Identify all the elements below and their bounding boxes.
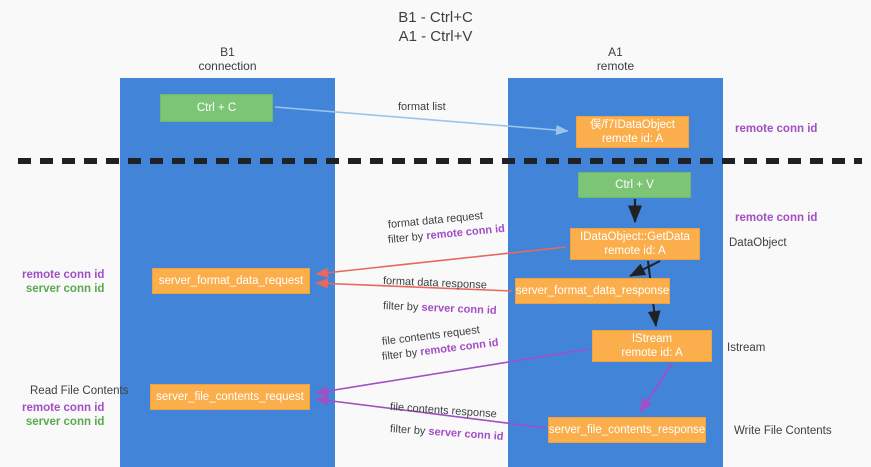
filter-server-conn-id-1: server conn id xyxy=(421,301,497,317)
node-ctrl-c-label: Ctrl + C xyxy=(196,102,237,114)
node-ctrl-v-label: Ctrl + V xyxy=(615,179,654,191)
lane-header-a1: A1 remote xyxy=(508,45,723,73)
annotation-server-conn-id-left-1: server conn id xyxy=(25,283,105,295)
node-idataobject-line1: 俣/f7IDataObject xyxy=(589,119,675,131)
annotation-remote-conn-id-left-1: remote conn id xyxy=(22,269,105,281)
node-server-format-data-response-label: server_format_data_response xyxy=(515,285,670,297)
node-istream[interactable]: IStream remote id: A xyxy=(592,330,712,362)
node-getdata-line1: IDataObject::GetData xyxy=(580,231,690,243)
node-server-format-data-request[interactable]: server_format_data_request xyxy=(152,268,310,294)
annotation-dataobject: DataObject xyxy=(729,237,787,249)
node-server-file-contents-response-label: server_file_contents_response xyxy=(548,424,706,436)
lane-header-a1-sub: remote xyxy=(596,59,635,73)
node-istream-line2: remote id: A xyxy=(621,347,683,359)
annotation-remote-conn-id-left-2: remote conn id xyxy=(22,402,105,414)
edge-label-format-data-response: format data response xyxy=(382,275,488,292)
diagram-title: B1 - Ctrl+C A1 - Ctrl+V xyxy=(0,8,871,46)
lane-header-a1-name: A1 xyxy=(608,45,623,59)
node-idataobject-getdata[interactable]: IDataObject::GetData remote id: A xyxy=(570,228,700,260)
title-line-1: B1 - Ctrl+C xyxy=(398,9,473,26)
edge-label-filter-server-2: filter by server conn id xyxy=(390,422,504,444)
edge-label-format-list: format list xyxy=(398,101,446,113)
lane-header-b1: B1 connection xyxy=(120,45,335,73)
annotation-write-file-contents: Write File Contents xyxy=(734,425,832,437)
node-getdata-line2: remote id: A xyxy=(604,245,666,257)
annotation-istream: Istream xyxy=(727,342,766,354)
node-idataobject-line2: remote id: A xyxy=(601,133,664,145)
node-server-format-data-response[interactable]: server_format_data_response xyxy=(515,278,670,304)
filter-by-text-2: filter by xyxy=(382,300,422,314)
annotation-server-conn-id-left-2: server conn id xyxy=(25,416,105,428)
annotation-remote-conn-id-mid: remote conn id xyxy=(735,212,818,224)
edge-label-filter-server-1: filter by server conn id xyxy=(383,299,497,318)
annotation-conn-id-pair-lower: remote conn id server conn id xyxy=(22,401,104,429)
node-server-file-contents-request-label: server_file_contents_request xyxy=(156,391,304,403)
filter-server-conn-id-2: server conn id xyxy=(428,425,504,443)
node-ctrl-c[interactable]: Ctrl + C xyxy=(160,94,273,122)
node-server-file-contents-response[interactable]: server_file_contents_response xyxy=(548,417,706,443)
filter-by-text-4: filter by xyxy=(389,423,429,438)
edge-label-file-contents-response: file contents response xyxy=(389,401,498,421)
node-istream-line1: IStream xyxy=(631,333,673,345)
annotation-remote-conn-id-top: remote conn id xyxy=(735,123,818,135)
lane-header-b1-name: B1 xyxy=(220,45,235,59)
node-ctrl-v[interactable]: Ctrl + V xyxy=(578,172,691,198)
node-server-file-contents-request[interactable]: server_file_contents_request xyxy=(150,384,310,410)
node-idataobject[interactable]: 俣/f7IDataObject remote id: A xyxy=(576,116,689,148)
title-line-2: A1 - Ctrl+V xyxy=(398,28,473,45)
lane-header-b1-sub: connection xyxy=(198,59,257,73)
filter-by-text-3: filter by xyxy=(381,346,421,363)
annotation-read-file-contents: Read File Contents xyxy=(30,385,129,397)
node-server-format-data-request-label: server_format_data_request xyxy=(158,275,304,287)
annotation-conn-id-pair-upper: remote conn id server conn id xyxy=(22,268,104,296)
filter-by-text-1: filter by xyxy=(387,230,427,246)
